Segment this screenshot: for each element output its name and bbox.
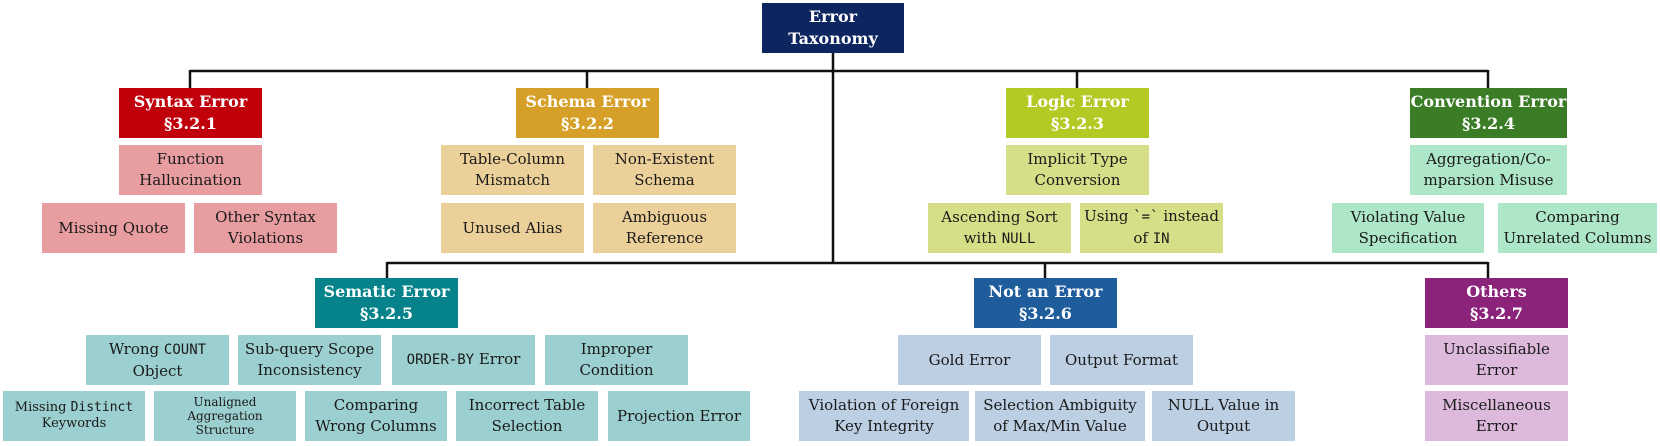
leaf-comparing-wrong-columns: Comparing Wrong Columns — [305, 391, 447, 441]
leaf-implicit-type-conversion: Implicit Type Conversion — [1006, 145, 1149, 195]
category-others: Others §3.2.7 — [1425, 278, 1568, 328]
leaf-unclassifiable-error: Unclassifiable Error — [1425, 335, 1568, 385]
leaf-miscellaneous-error: Miscellaneous Error — [1425, 391, 1568, 441]
leaf-function-hallucination: Function Hallucination — [119, 145, 262, 195]
leaf-non-existent-schema: Non-Existent Schema — [593, 145, 736, 195]
category-convention-error: Convention Error §3.2.4 — [1410, 88, 1567, 138]
using-text: Using — [1084, 207, 1134, 225]
category-schema-error: Schema Error §3.2.2 — [516, 88, 659, 138]
leaf-selection-ambiguity-of-max-min-value: Selection Ambiguity of Max/Min Value — [975, 391, 1145, 441]
null-code: NULL — [1001, 230, 1036, 247]
leaf-improper-condition: Improper Condition — [545, 335, 688, 385]
leaf-violating-value-specification: Violating Value Specification — [1332, 203, 1484, 253]
leaf-ascending-sort-with-null: Ascending Sort with NULL — [928, 203, 1071, 253]
category-syntax-error: Syntax Error §3.2.1 — [119, 88, 262, 138]
leaf-aggregation-comparison-misuse: Aggregation/Co- mparsion Misuse — [1410, 145, 1567, 195]
leaf-incorrect-table-selection: Incorrect Table Selection — [456, 391, 598, 441]
category-not-an-error: Not an Error §3.2.6 — [974, 278, 1117, 328]
in-code: IN — [1152, 231, 1170, 247]
leaf-unaligned-aggregation-structure: Unaligned Aggregation Structure — [154, 391, 296, 441]
root-error-taxonomy: Error Taxonomy — [762, 3, 904, 53]
leaf-projection-error: Projection Error — [608, 391, 750, 441]
leaf-unused-alias: Unused Alias — [441, 203, 584, 253]
object-text: Object — [132, 361, 183, 380]
leaf-using-equals-instead-of-in: Using `=` instead of IN — [1080, 203, 1223, 253]
equals-code: `=` — [1133, 209, 1159, 225]
leaf-output-format: Output Format — [1050, 335, 1193, 385]
leaf-order-by-error: ORDER-BY Error — [392, 335, 535, 385]
order-by-error-text: Error — [474, 350, 521, 368]
leaf-missing-distinct-keywords: Missing Distinct Keywords — [3, 391, 145, 441]
instead-of-text: instead of — [1133, 207, 1219, 247]
wrong-text: Wrong — [108, 339, 164, 358]
distinct-code: Distinct — [70, 400, 134, 415]
leaf-gold-error: Gold Error — [898, 335, 1041, 385]
count-code: COUNT — [163, 341, 207, 358]
leaf-wrong-count-object: Wrong COUNT Object — [86, 335, 229, 385]
leaf-null-value-in-output: NULL Value in Output — [1152, 391, 1295, 441]
category-logic-error: Logic Error §3.2.3 — [1006, 88, 1149, 138]
category-sematic-error: Sematic Error §3.2.5 — [315, 278, 458, 328]
missing-text: Missing — [14, 400, 71, 415]
keywords-text: Keywords — [41, 416, 107, 431]
leaf-violation-of-foreign-key-integrity: Violation of Foreign Key Integrity — [799, 391, 969, 441]
leaf-missing-quote: Missing Quote — [42, 203, 185, 253]
leaf-other-syntax-violations: Other Syntax Violations — [194, 203, 337, 253]
order-by-code: ORDER-BY — [406, 352, 475, 368]
leaf-sub-query-scope-inconsistency: Sub-query Scope Inconsistency — [238, 335, 381, 385]
leaf-comparing-unrelated-columns: Comparing Unrelated Columns — [1498, 203, 1657, 253]
leaf-ambiguous-reference: Ambiguous Reference — [593, 203, 736, 253]
leaf-table-column-mismatch: Table-Column Mismatch — [441, 145, 584, 195]
ascending-sort-text: Ascending Sort with — [941, 207, 1058, 247]
